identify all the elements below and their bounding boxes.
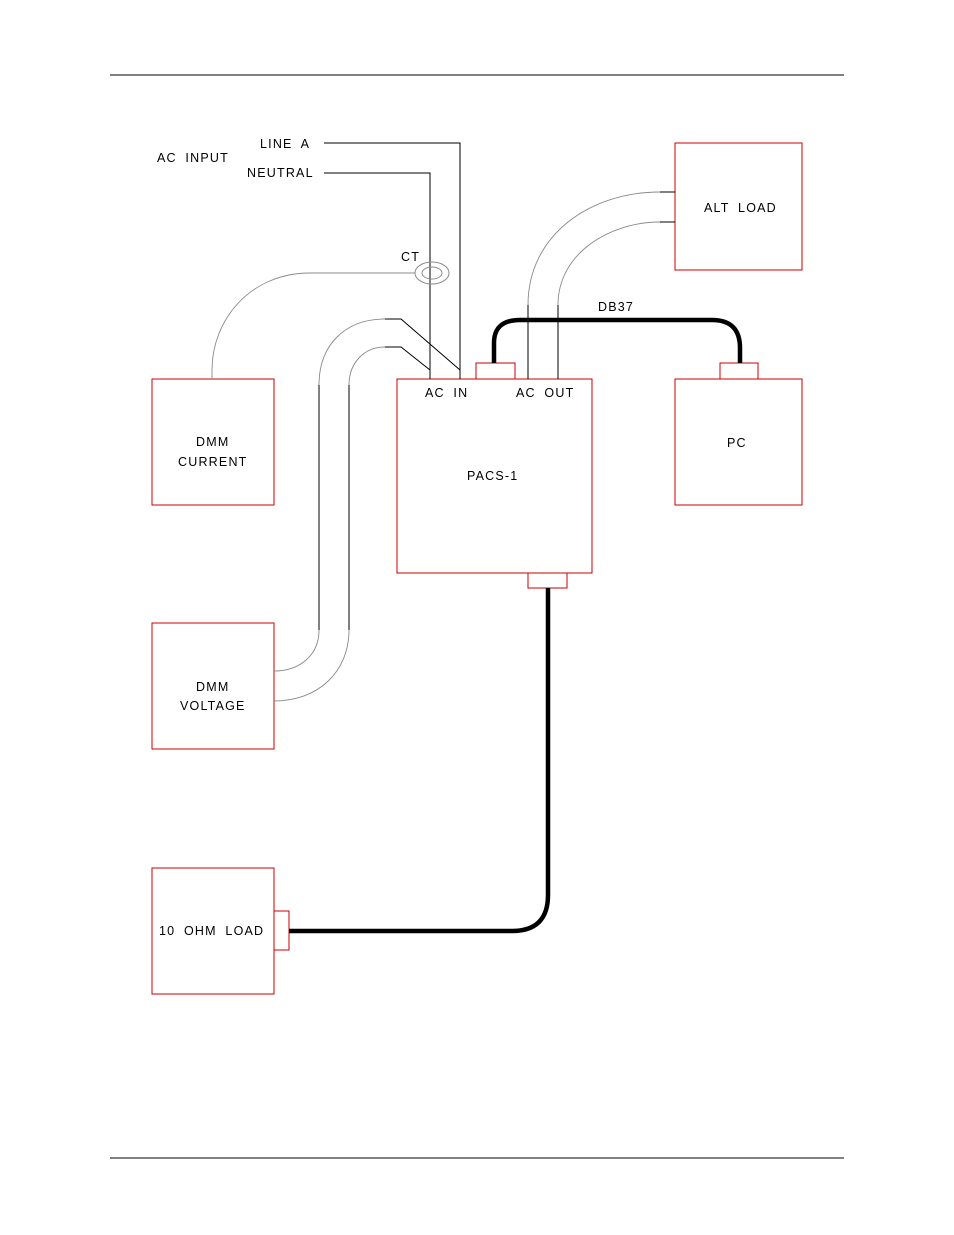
- neutral-label: NEUTRAL: [247, 166, 314, 180]
- ct-to-dmm-current-wire: [211, 272, 415, 379]
- ct-inner-ring: [421, 266, 443, 280]
- db37-cable: [491, 317, 743, 363]
- dmm-current-box: [151, 378, 275, 506]
- pc-label: PC: [727, 436, 747, 450]
- ohm-load-label: 10 OHM LOAD: [159, 924, 264, 938]
- dmm-voltage-label-line2: VOLTAGE: [180, 699, 246, 713]
- voltage-lead-outer-bend: [318, 318, 386, 386]
- dmm-current-label-line1: DMM: [196, 435, 229, 449]
- pc-connector: [719, 362, 759, 380]
- ohm-load-connector: [273, 910, 290, 951]
- ac-out-bend-1: [527, 191, 661, 306]
- pacs-load-connector: [527, 572, 568, 589]
- voltage-lead-inner-bend: [348, 346, 386, 386]
- ac-in-label: AC IN: [425, 386, 468, 400]
- db37-label: DB37: [598, 300, 634, 314]
- voltage-lead-outer-end: [273, 629, 320, 672]
- neutral-wire: [324, 172, 431, 379]
- load-cable: [289, 588, 551, 934]
- ct-outer-ring: [414, 261, 450, 285]
- dmm-current-label-line2: CURRENT: [178, 455, 248, 469]
- line-a-label: LINE A: [260, 137, 310, 151]
- dmm-voltage-box: [151, 622, 275, 750]
- alt-load-box: [674, 142, 803, 271]
- voltage-lead-neutral-tap: [385, 346, 431, 371]
- pacs-db37-connector: [475, 362, 516, 380]
- line-a-wire: [324, 142, 461, 379]
- ac-out-label: AC OUT: [516, 386, 574, 400]
- ac-out-bend-2: [557, 221, 661, 306]
- alt-load-label: ALT LOAD: [704, 201, 777, 215]
- dmm-voltage-label-line1: DMM: [196, 680, 229, 694]
- voltage-lead-inner-end: [273, 629, 350, 702]
- voltage-lead-line-tap: [385, 318, 461, 371]
- pacs-label: PACS-1: [467, 469, 518, 483]
- ac-input-label: AC INPUT: [157, 151, 229, 165]
- ct-label: CT: [401, 250, 420, 264]
